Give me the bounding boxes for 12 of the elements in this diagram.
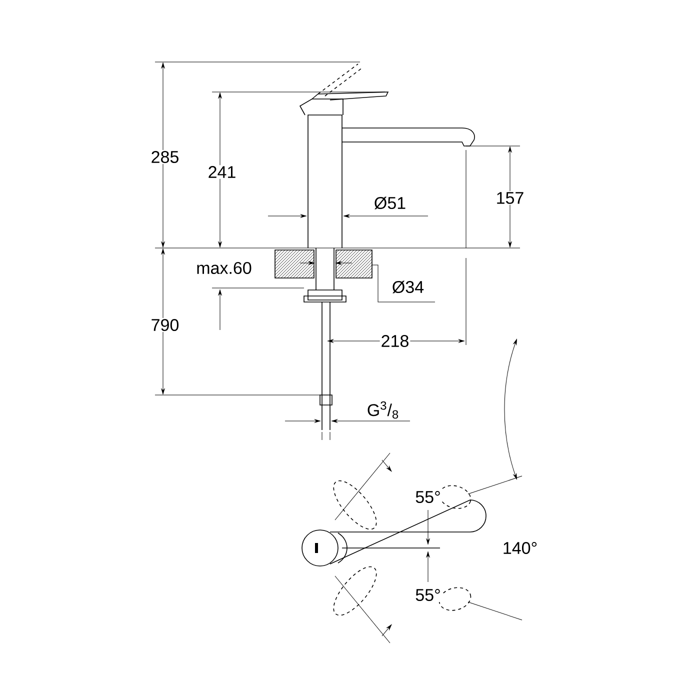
dimension-label: 241 [206,165,238,179]
dimension-label: Ø51 [372,196,408,210]
dimension-label: 157 [494,191,526,205]
dimension-label: 140° [501,540,539,556]
dimension-label: 55° [414,588,442,602]
dimension-label: 285 [150,150,180,164]
dimension-label: Ø34 [390,280,426,294]
dimension-label: 790 [150,318,180,332]
dimension-label: max.60 [195,260,253,276]
dimension-label: 55° [414,490,442,504]
dimension-label: 218 [380,334,410,348]
dimension-label: G$^{3}$/$_{8}$ [366,400,400,420]
